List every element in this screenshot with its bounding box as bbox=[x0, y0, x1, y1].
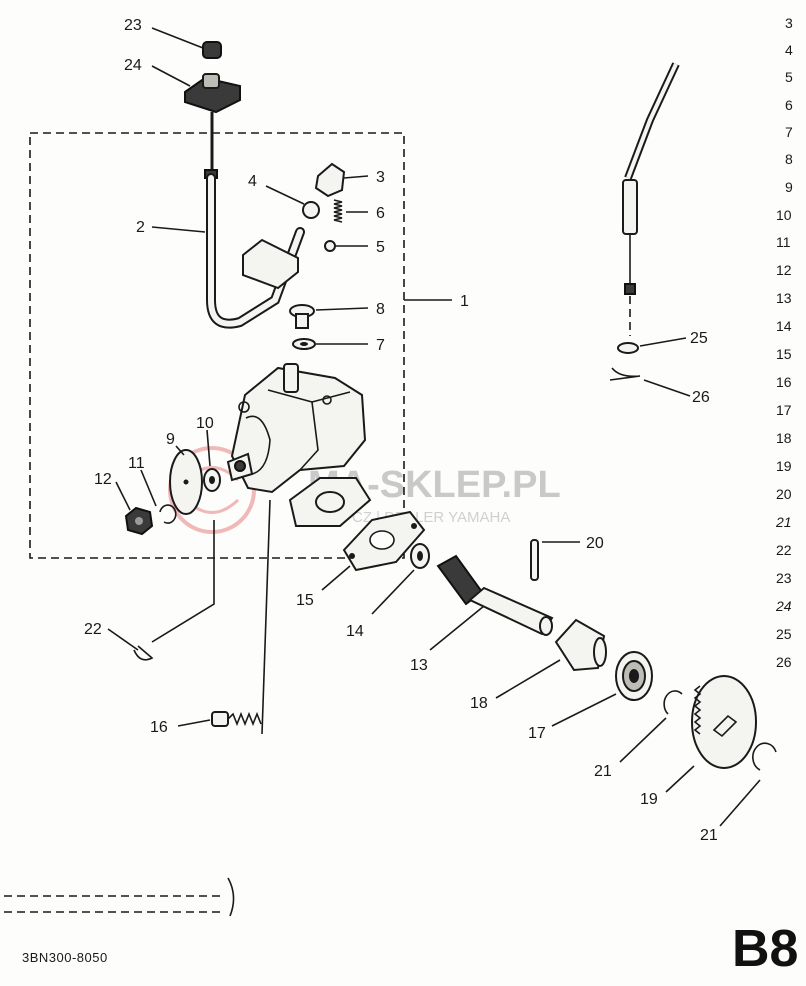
callout-4: 4 bbox=[248, 173, 257, 190]
part-17-bearing bbox=[551, 651, 653, 727]
svg-text:25: 25 bbox=[776, 626, 792, 642]
callout-8: 8 bbox=[376, 301, 385, 318]
row-number-column: 3 4 5 6 7 8 9 10 11 12 13 14 15 16 17 18… bbox=[775, 15, 793, 670]
part-9-plate bbox=[169, 445, 203, 515]
part-5-ball bbox=[324, 240, 368, 252]
callout-19: 19 bbox=[640, 791, 658, 808]
callout-10: 10 bbox=[196, 415, 214, 432]
callout-11: 11 bbox=[128, 455, 145, 472]
scan-artifact bbox=[4, 877, 235, 917]
part-23-cap bbox=[151, 27, 222, 59]
callout-25: 25 bbox=[690, 330, 708, 347]
svg-text:8: 8 bbox=[785, 151, 793, 167]
page-code: B8 bbox=[732, 920, 798, 978]
svg-text:10: 10 bbox=[776, 207, 792, 223]
svg-text:6: 6 bbox=[785, 97, 793, 113]
svg-text:11: 11 bbox=[776, 234, 791, 250]
callout-14: 14 bbox=[346, 623, 364, 640]
part-24-grommet bbox=[151, 65, 241, 114]
svg-text:24: 24 bbox=[775, 598, 792, 614]
svg-text:18: 18 bbox=[776, 430, 792, 446]
callout-12: 12 bbox=[94, 471, 112, 488]
part-25-26-cable bbox=[609, 62, 691, 397]
part-20-pin bbox=[530, 539, 580, 581]
callout-18: 18 bbox=[470, 695, 488, 712]
callout-9: 9 bbox=[166, 431, 175, 448]
svg-text:23: 23 bbox=[776, 570, 792, 586]
part-13-shaft bbox=[429, 554, 554, 651]
assembly-boundary bbox=[29, 132, 405, 559]
watermark: MA-SKLEP.PL CZ | DEALER YAMAHA bbox=[168, 446, 561, 534]
part-3-banjo bbox=[314, 162, 369, 198]
svg-text:13: 13 bbox=[776, 290, 792, 306]
callout-21b: 21 bbox=[700, 827, 718, 844]
svg-text:7: 7 bbox=[785, 124, 793, 140]
callout-15: 15 bbox=[296, 592, 314, 609]
part-19-gear bbox=[665, 675, 757, 793]
part-14-oring bbox=[371, 543, 430, 615]
callout-16: 16 bbox=[150, 719, 168, 736]
oil-pump-body bbox=[226, 363, 372, 527]
svg-text:4: 4 bbox=[785, 42, 793, 58]
part-7-washer bbox=[292, 338, 368, 350]
callout-23: 23 bbox=[124, 17, 142, 34]
part-15-gasket bbox=[321, 510, 426, 591]
callout-24: 24 bbox=[124, 57, 142, 74]
callout-13: 13 bbox=[410, 657, 428, 674]
part-12-nut bbox=[115, 481, 154, 536]
svg-text:9: 9 bbox=[785, 179, 793, 195]
part-10-washer bbox=[203, 429, 221, 492]
svg-text:22: 22 bbox=[776, 542, 792, 558]
callout-20: 20 bbox=[586, 535, 604, 552]
part-11-circlip bbox=[140, 469, 177, 524]
svg-text:16: 16 bbox=[776, 374, 792, 390]
svg-text:15: 15 bbox=[776, 346, 792, 362]
part-16-bolt bbox=[177, 499, 271, 735]
callout-1: 1 bbox=[460, 293, 469, 310]
part-2-pipe bbox=[151, 112, 305, 329]
svg-text:14: 14 bbox=[776, 318, 792, 334]
svg-text:12: 12 bbox=[776, 262, 792, 278]
callout-17: 17 bbox=[528, 725, 546, 742]
callout-21a: 21 bbox=[594, 763, 612, 780]
part-6-spring bbox=[333, 199, 368, 223]
part-21-circlips bbox=[619, 690, 777, 827]
svg-text:26: 26 bbox=[776, 654, 792, 670]
part-8-screw bbox=[289, 304, 369, 329]
callout-labels: 1 2 3 4 5 6 7 8 9 10 11 12 13 14 15 16 1… bbox=[84, 17, 718, 844]
callout-5: 5 bbox=[376, 239, 385, 256]
callout-7: 7 bbox=[376, 337, 385, 354]
part-22-clip bbox=[107, 520, 215, 661]
part-4-nut bbox=[265, 185, 320, 219]
part-18-collar bbox=[495, 618, 607, 699]
callout-2: 2 bbox=[136, 219, 145, 236]
svg-text:20: 20 bbox=[776, 486, 792, 502]
svg-text:3: 3 bbox=[785, 15, 793, 31]
callout-6: 6 bbox=[376, 205, 385, 222]
svg-text:17: 17 bbox=[776, 402, 792, 418]
callout-3: 3 bbox=[376, 169, 385, 186]
svg-text:19: 19 bbox=[776, 458, 792, 474]
svg-text:21: 21 bbox=[775, 514, 792, 530]
svg-text:5: 5 bbox=[785, 69, 793, 85]
callout-26: 26 bbox=[692, 389, 710, 406]
callout-22: 22 bbox=[84, 621, 102, 638]
catalog-code: 3BN300-8050 bbox=[22, 950, 108, 965]
